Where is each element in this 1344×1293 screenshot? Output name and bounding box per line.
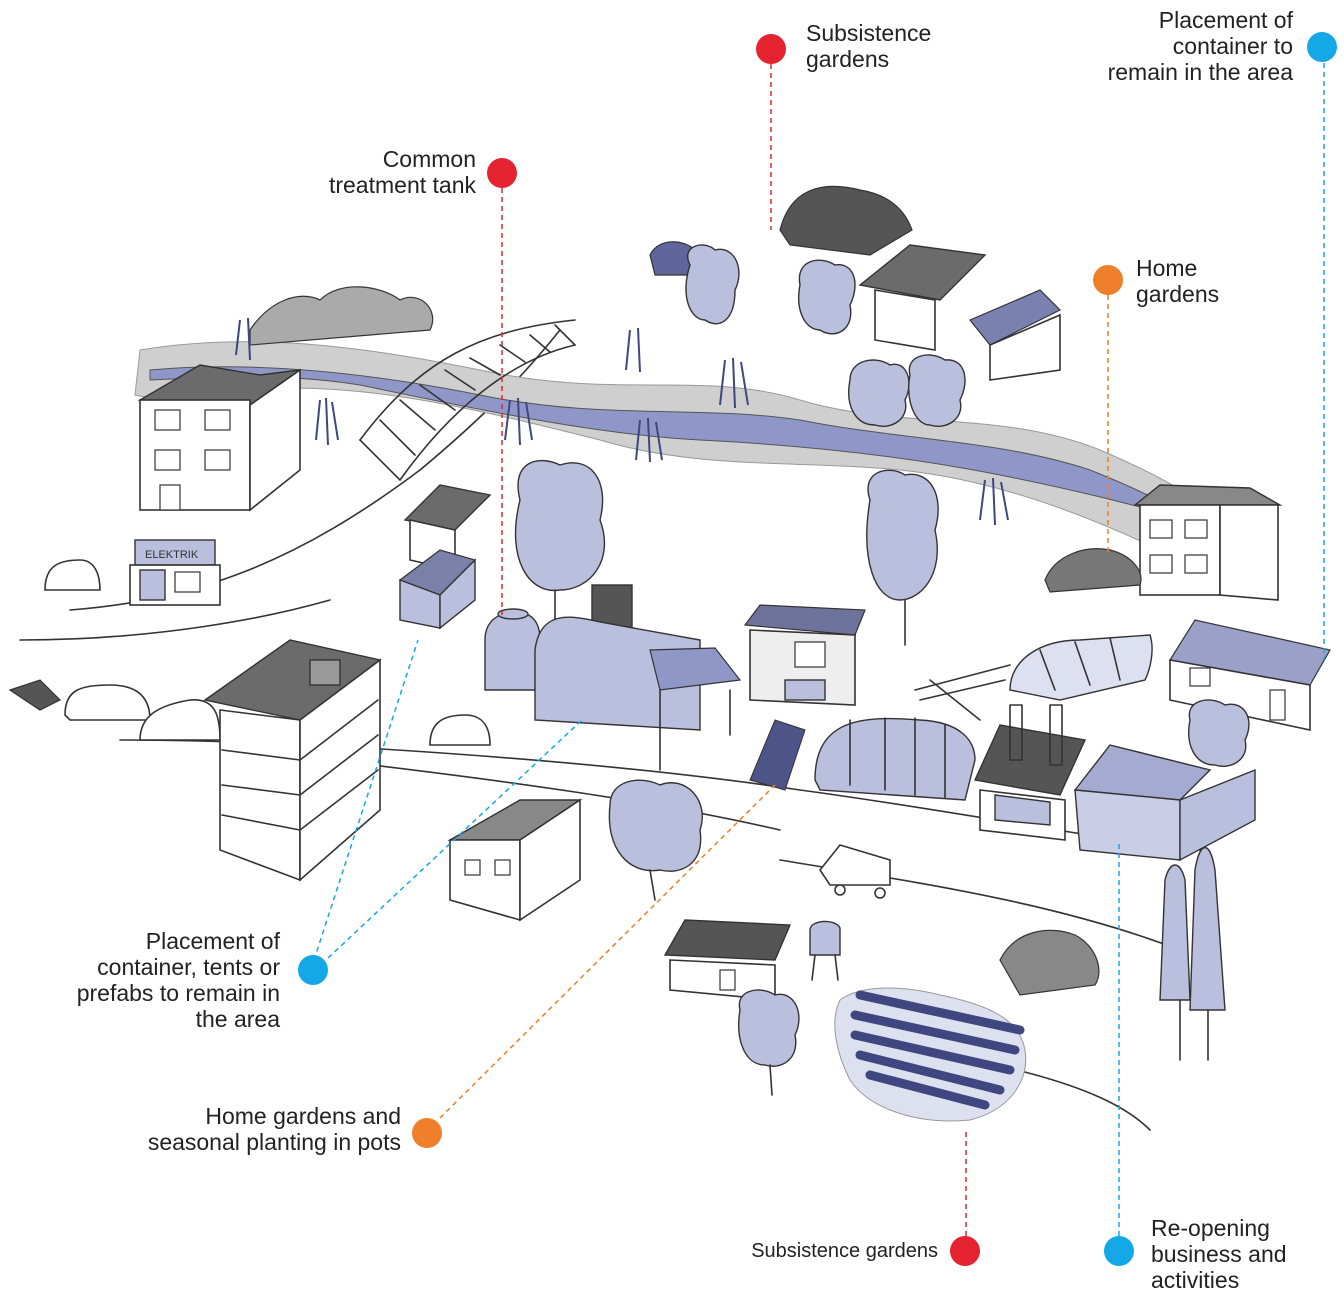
blue-marker-dot [1307,32,1337,62]
cypress-trees [1159,847,1226,1061]
label-subsistence-bottom: Subsistence gardens [751,1240,938,1262]
red-marker-dot [756,34,786,64]
orange-marker-dot [412,1118,442,1148]
rocks-right [1044,548,1142,593]
trees-center [514,459,939,646]
label-home-gardens-pots: Home gardens and seasonal planting in po… [147,1103,401,1155]
leader-home-gardens-pots [439,784,776,1119]
leader-container-tents-2 [327,719,583,959]
bridge [359,319,576,481]
reeds [235,317,1009,526]
rocks-top [249,286,434,346]
label-subsistence-top: Subsistence gardens [806,20,932,72]
shed-center [743,604,866,706]
label-home-gardens: Home gardens [1136,255,1220,307]
label-treatment-tank: Common treatment tank [328,146,476,198]
damaged-building-top-left [137,364,301,512]
damaged-house-lower [447,798,583,922]
elektrik-shop: ELEKTRIK [129,539,221,606]
shop-sign: ELEKTRIK [145,549,199,561]
container-right [1169,619,1331,731]
top-garden-cluster [649,185,1062,427]
building-right [1133,484,1283,601]
business-building [973,699,1256,862]
label-container-tents: Placement of container, tents or prefabs… [76,928,280,1032]
orange-marker-dot [1093,265,1123,295]
trees-lower-center [608,779,703,901]
blue-marker-dot [1104,1236,1134,1266]
label-reopening: Re-opening business and activities [1151,1215,1287,1293]
blue-marker-dot [298,955,328,985]
truck [819,844,891,899]
bottom-garden [834,987,1027,1122]
label-container-remain: Placement of container to remain in the … [1107,7,1293,85]
treatment-tank [484,608,541,691]
tunnel-right [914,634,1153,721]
cars-left [8,559,491,746]
red-marker-dot [487,158,517,188]
leader-container-tents-1 [313,639,419,961]
greenhouse-tunnel [534,584,742,771]
houses-center-left [398,484,492,630]
bottom-shed [663,919,841,1096]
rocks-bottom-right [999,929,1100,996]
red-marker-dot [950,1236,980,1266]
apartment-building [203,639,382,882]
quonset-center [814,717,976,801]
